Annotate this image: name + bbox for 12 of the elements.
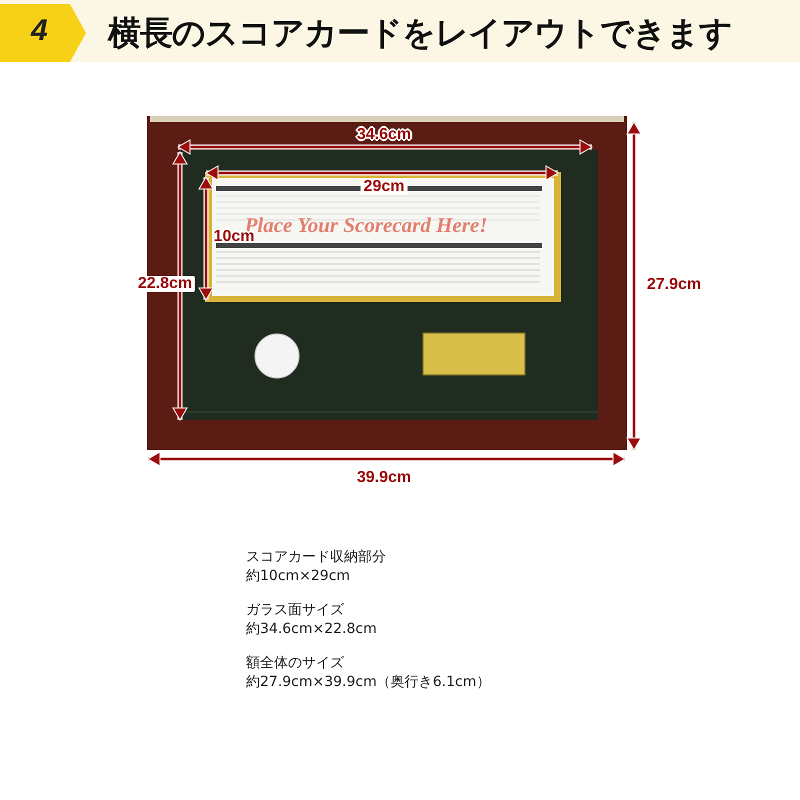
spec-heading: スコアカード収納部分 xyxy=(246,550,386,564)
step-number: 4 xyxy=(31,16,48,46)
title: 横長のスコアカードをレイアウトできます xyxy=(108,16,732,49)
dimension-label: 29cm xyxy=(360,179,408,195)
spec-heading: ガラス面サイズ xyxy=(246,603,344,617)
spec-value: 約27.9cm×39.9cm（奥行き6.1cm） xyxy=(246,675,490,689)
dimension-label: 39.9cm xyxy=(356,470,412,486)
spec-heading: 額全体のサイズ xyxy=(246,656,344,670)
dimension-label: 34.6cm xyxy=(356,127,412,143)
dimension-label: 27.9cm xyxy=(646,277,702,293)
spec-value: 約34.6cm×22.8cm xyxy=(246,622,377,636)
spec-value: 約10cm×29cm xyxy=(246,569,350,583)
